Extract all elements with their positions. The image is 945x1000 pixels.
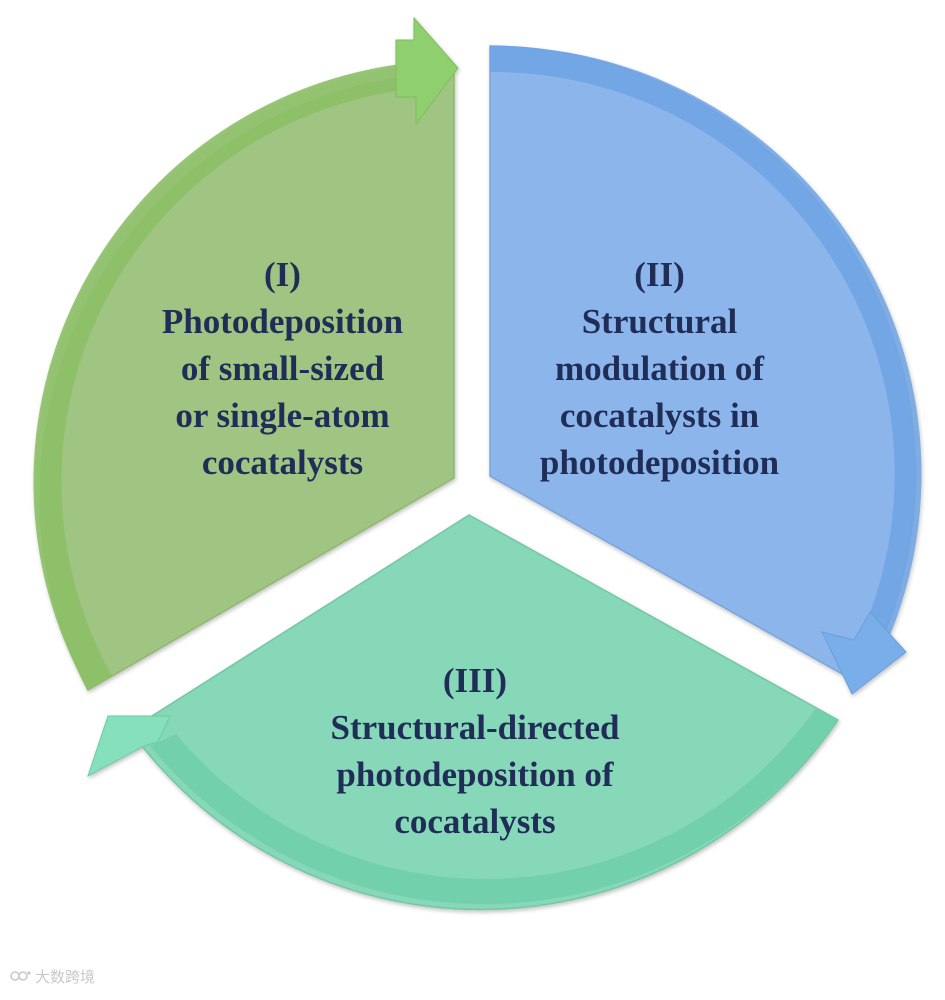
segment-2-label: (II) Structural modulation of cocatalyst…	[487, 251, 832, 486]
watermark: 大数跨境	[10, 964, 95, 988]
segment-3-label-line: Structural-directed	[330, 708, 620, 747]
segment-3	[87, 514, 840, 911]
segment-1-rim	[33, 62, 421, 690]
segment-1-label-line: of small-sized	[180, 349, 385, 388]
segment-1-label: (I) Photodeposition of small-sized or si…	[110, 251, 455, 486]
segment-1-label-line: (I)	[264, 255, 301, 294]
segment-3-label-line: (III)	[442, 661, 508, 700]
segment-3-label: (III) Structural-directed photodepositio…	[255, 657, 695, 845]
segment-2-label-line: Structural	[581, 302, 738, 341]
segment-1-label-line: or single-atom	[175, 396, 390, 435]
segment-2	[489, 45, 922, 695]
segment-1	[33, 16, 459, 692]
segment-2-label-line: photodeposition	[539, 443, 780, 482]
segment-3-arrowhead	[87, 715, 171, 778]
segment-2-label-line: modulation of	[554, 349, 765, 388]
segment-2-rim	[490, 45, 922, 641]
segment-1-label-line: Photodeposition	[161, 302, 404, 341]
watermark-text: 大数跨境	[35, 967, 96, 986]
segment-3-wedge	[128, 514, 840, 911]
segment-2-label-line: (II)	[634, 255, 685, 294]
segment-2-label-line: cocatalysts in	[559, 396, 760, 435]
segment-1-arrowhead	[395, 16, 459, 126]
segment-3-label-line: photodeposition of	[336, 755, 614, 794]
segment-3-label-line: cocatalysts	[394, 802, 556, 841]
segment-3-rim	[150, 708, 838, 905]
logo-icon	[10, 971, 31, 981]
segment-1-label-line: cocatalysts	[201, 443, 364, 482]
segment-2-arrowhead	[821, 611, 907, 695]
